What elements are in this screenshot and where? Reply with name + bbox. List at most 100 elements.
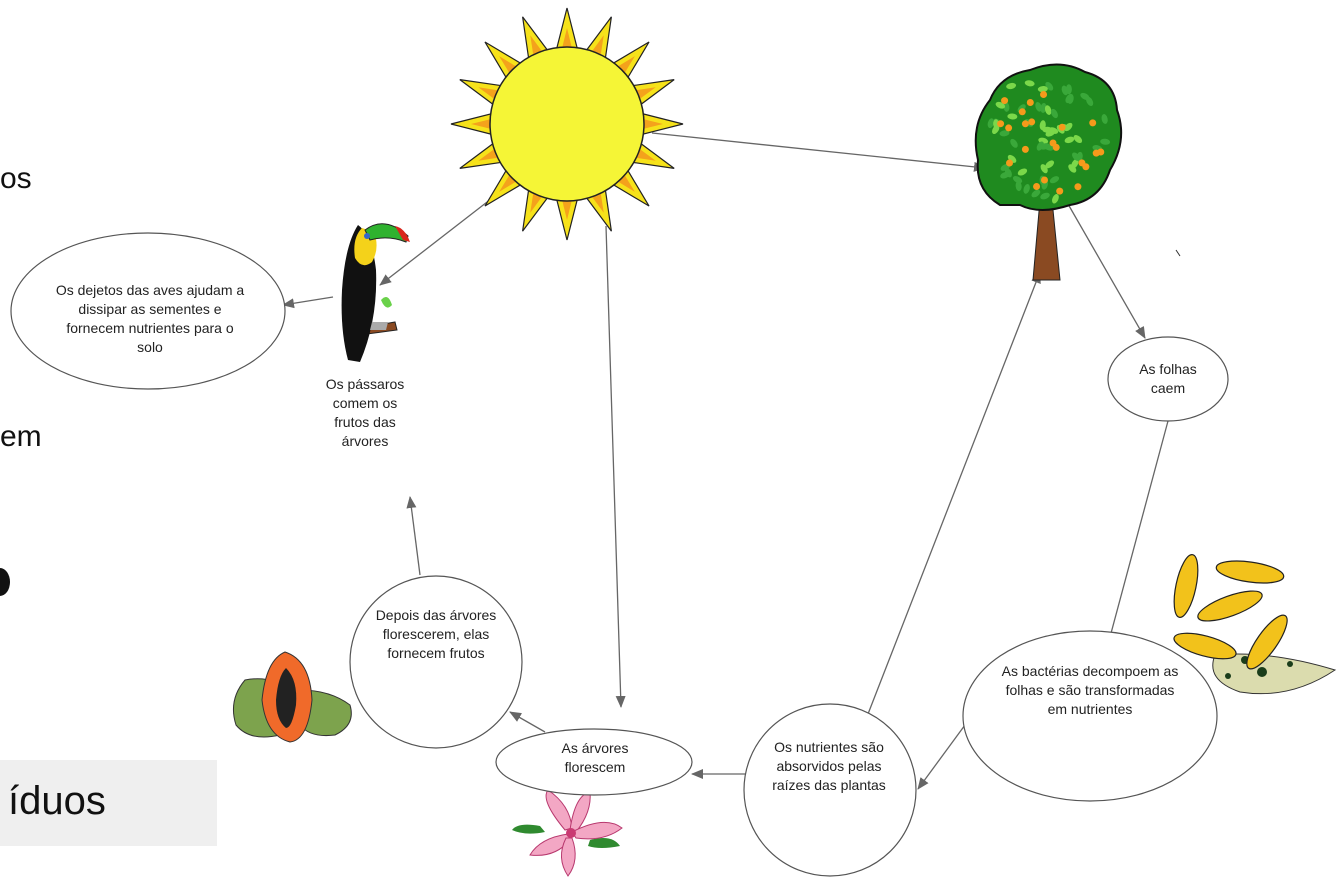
tree-leaf	[1044, 105, 1052, 115]
tree-leaf	[1023, 184, 1030, 194]
node-nutrients-absorbed-shape	[743, 703, 917, 877]
node-leaves-fall-label: As folhas caem	[1139, 361, 1197, 396]
tree-leaf	[1031, 189, 1041, 198]
tree-leaf	[1072, 152, 1081, 161]
node-after-flowering-label: Depois das árvores florescerem, elas for…	[375, 607, 497, 661]
tree-leaf	[1035, 101, 1042, 112]
tree-leaf	[1015, 181, 1022, 192]
tree-fruit	[1005, 124, 1013, 132]
tree-fruit	[1074, 183, 1082, 191]
tree-leaf	[995, 101, 1006, 109]
lily-flower-icon	[512, 789, 623, 877]
tree-leaf	[1065, 93, 1073, 104]
sun-ray-inner	[561, 28, 573, 51]
bacteria-cell	[1246, 614, 1288, 670]
tree-leaf	[1040, 102, 1047, 113]
node-nutrients-absorbed-label: Os nutrientes são absorvidos pelas raíze…	[772, 739, 886, 793]
tree-leaf	[1012, 176, 1023, 184]
tree-leaf	[1064, 122, 1073, 132]
node-trees-flower-shape	[495, 728, 693, 796]
tree-leaf	[1049, 176, 1060, 184]
toucan-icon	[341, 223, 410, 362]
tree-leaf	[1086, 96, 1094, 107]
tree-fruit	[997, 120, 1005, 128]
sun-ray-inner	[561, 197, 573, 220]
tree-leaf	[1006, 82, 1017, 90]
tree-leaf	[1000, 171, 1010, 179]
tree-leaf	[1040, 192, 1050, 200]
left-text-fragment-2: em	[0, 420, 42, 453]
tree-leaf	[1039, 120, 1046, 131]
arrow-tree-to-leaves	[1067, 203, 1146, 339]
tree-leaf	[1045, 129, 1056, 137]
left-text-fragment-1: os	[0, 162, 32, 195]
tree-leaf	[1003, 101, 1010, 112]
tree-leaf	[1037, 86, 1048, 93]
tree-leaf	[999, 130, 1010, 137]
tree-icon	[974, 63, 1123, 281]
tree-fruit	[1028, 118, 1036, 126]
tree-leaf	[1050, 108, 1058, 119]
bacteria-cell	[1173, 554, 1199, 618]
arrow-nutrients-to-tree	[867, 271, 1041, 715]
tree-leaf	[1100, 138, 1111, 145]
node-leaves-fall-shape	[1107, 336, 1229, 422]
tree-leaf	[1071, 159, 1079, 169]
node-trees-flower-label: As árvores florescem	[561, 740, 629, 775]
tree-leaf	[1017, 168, 1028, 176]
node-birds-eat-label: Os pássaros comem os frutos das árvores	[325, 376, 405, 449]
tree-leaf	[1073, 135, 1083, 144]
tree-leaf	[1007, 113, 1018, 120]
left-text-fragment-3: íduos	[8, 779, 106, 823]
bacteria-icon	[1173, 554, 1337, 695]
tree-leaf	[1045, 160, 1055, 169]
arrow-bacteria-to-nutrients	[917, 724, 966, 790]
bullet-icon	[0, 568, 10, 596]
tree-leaf	[1024, 80, 1035, 87]
small-mark	[1175, 249, 1181, 257]
node-bacteria-shape	[962, 630, 1218, 802]
tree-leaf	[1061, 85, 1069, 96]
arrow-trees-flower-to-fruits	[509, 711, 546, 733]
arrow-bird-to-droppings	[282, 296, 334, 309]
tree-fruit	[1049, 139, 1057, 147]
tree-leaf	[1064, 136, 1075, 144]
bacteria-cell	[1197, 590, 1263, 622]
connectors	[282, 132, 1169, 790]
tree-fruit	[1033, 182, 1041, 190]
tree-leaf	[1101, 114, 1108, 124]
node-after-flowering-shape	[349, 575, 523, 749]
tree-leaf	[1010, 138, 1018, 148]
tree-fruit	[1026, 99, 1034, 107]
tree-fruit	[1040, 90, 1048, 98]
tree-leaf	[1051, 194, 1059, 204]
tree-leaf	[1039, 143, 1050, 150]
bacteria-cell	[1215, 560, 1285, 584]
arrow-sun-to-bird	[379, 191, 501, 286]
tree-fruit	[1006, 159, 1014, 167]
tree-fruit	[1018, 108, 1026, 116]
tree-leaf	[987, 118, 995, 129]
tree-fruit	[1021, 120, 1029, 128]
node-bird-droppings-label: Os dejetos das aves ajudam a dissipar as…	[55, 282, 245, 355]
tree-fruit	[1001, 97, 1009, 105]
tree-fruit	[1058, 123, 1066, 131]
node-bird-droppings-shape	[10, 232, 286, 390]
tree-fruit	[1040, 176, 1048, 184]
highlight-box	[0, 760, 217, 846]
bacteria-cell	[1173, 632, 1237, 660]
node-bacteria-label: As bactérias decompoem as folhas e são t…	[1001, 663, 1179, 717]
tree-fruit	[1082, 163, 1090, 171]
tree-fruit	[1021, 145, 1029, 153]
papaya-icon	[233, 651, 352, 743]
line-leaves-to-bacteria	[1109, 420, 1169, 638]
sun-icon	[450, 7, 684, 241]
tree-fruit	[1089, 119, 1097, 127]
arrow-sun-to-tree	[651, 132, 986, 172]
tree-fruit	[1097, 148, 1105, 156]
sun-ray-inner	[640, 118, 663, 130]
tree-fruit	[1056, 187, 1064, 195]
sun-ray-inner	[471, 118, 494, 130]
arrow-sun-to-trees-flower	[605, 225, 626, 708]
